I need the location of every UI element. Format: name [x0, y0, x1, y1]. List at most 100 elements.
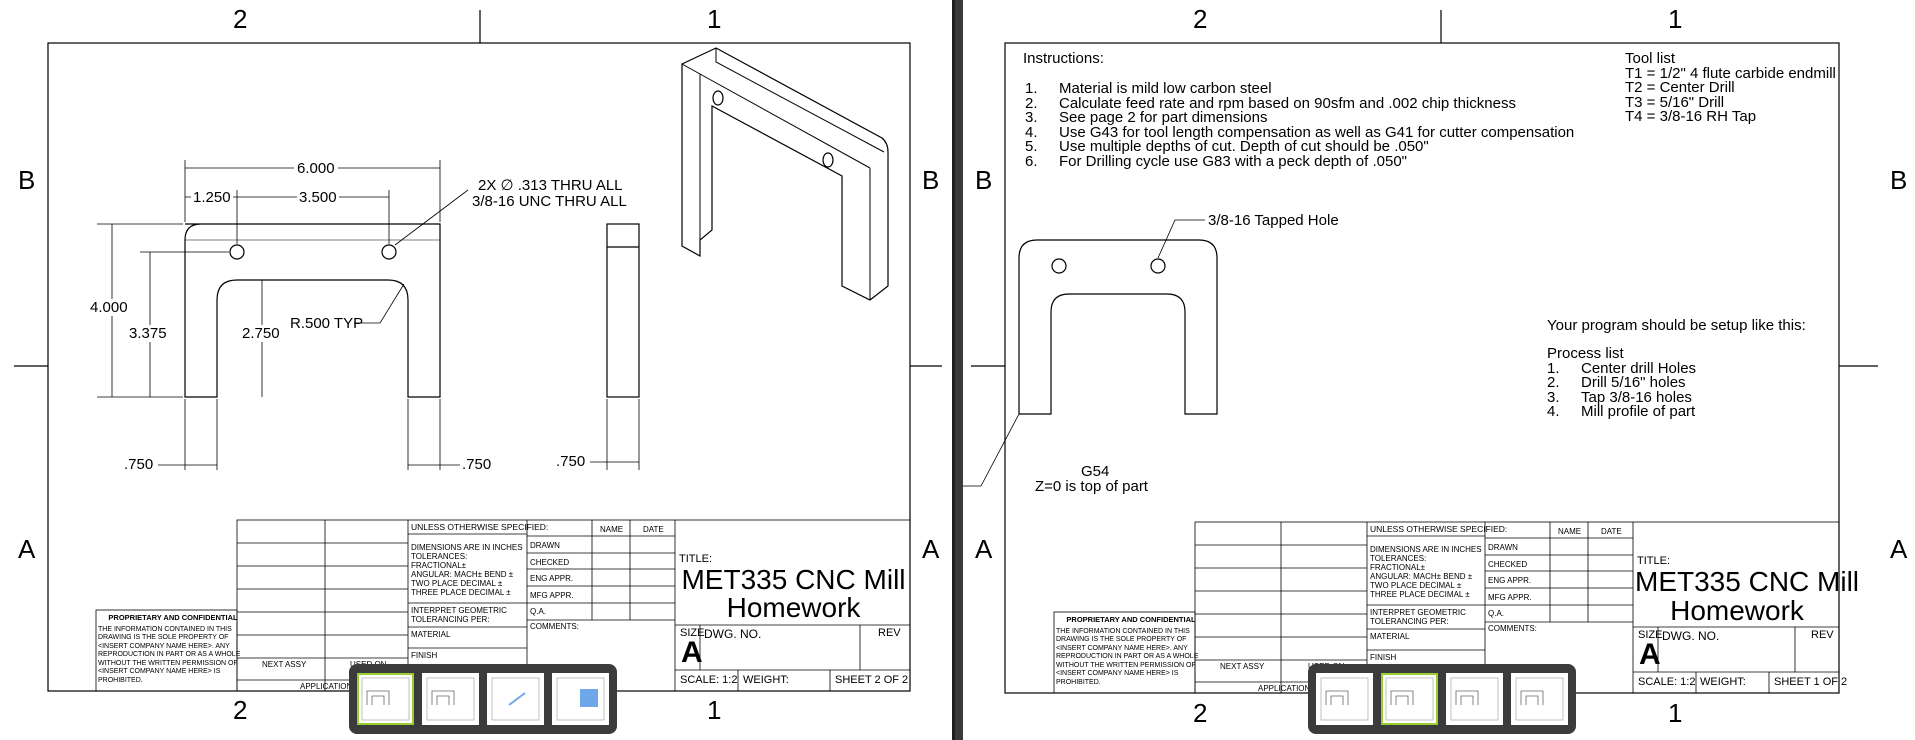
- zone-letter-a-right: A: [922, 534, 940, 564]
- thumbnail-page-2[interactable]: [422, 673, 479, 725]
- tb-comments: COMMENTS:: [1488, 624, 1537, 633]
- dim-3500: 3.500: [297, 189, 339, 206]
- process-item: 1.Center drill Holes: [1547, 359, 1697, 377]
- tb-two-place: TWO PLACE DECIMAL ±: [411, 579, 503, 588]
- zone-num-1-top: 1: [1668, 4, 1683, 34]
- tb-eng-appr: ENG APPR.: [1488, 576, 1532, 585]
- zone-num-2-top: 2: [1193, 4, 1208, 34]
- tb-sheet: SHEET 1 OF 2: [1774, 676, 1848, 688]
- tb-weight: WEIGHT:: [1700, 676, 1746, 688]
- tb-next-assy: NEXT ASSY: [1220, 662, 1265, 671]
- tb-size-value: A: [1639, 638, 1661, 671]
- tb-drawn: DRAWN: [1488, 543, 1518, 552]
- tb-title-label: TITLE:: [679, 553, 713, 565]
- tb-material: MATERIAL: [1370, 632, 1410, 641]
- process-list: Process list 1.Center drill Holes 2.Dril…: [1547, 346, 1697, 420]
- tb-three-place: THREE PLACE DECIMAL ±: [411, 588, 511, 597]
- tb-rev: REV: [1811, 629, 1834, 641]
- proprietary-notice: PROPRIETARY AND CONFIDENTIAL THE INFORMA…: [1056, 615, 1206, 687]
- proprietary-notice: PROPRIETARY AND CONFIDENTIAL THE INFORMA…: [98, 613, 248, 685]
- zone-letter-a-right: A: [1890, 534, 1908, 564]
- tb-finish: FINISH: [411, 651, 438, 660]
- thumbnail-preview: [491, 677, 540, 721]
- dim-4000: 4.000: [90, 299, 128, 316]
- tb-rev: REV: [878, 627, 901, 639]
- dim-750-right: .750: [462, 456, 492, 473]
- tb-size: SIZE: [1638, 629, 1663, 641]
- setup-note: Your program should be setup like this:: [1547, 317, 1806, 334]
- tb-name: NAME: [600, 525, 624, 534]
- tool-item: T2 = Center Drill: [1625, 79, 1735, 96]
- zone-num-1-top: 1: [707, 4, 722, 34]
- thumbnail-preview: [556, 677, 605, 721]
- tb-unless: UNLESS OTHERWISE SPECIFIED:: [411, 522, 549, 532]
- thumbnail-preview: [1450, 677, 1499, 721]
- drawing-title-line1: MET335 CNC Mill: [1635, 566, 1860, 597]
- tool-item: T4 = 3/8-16 RH Tap: [1625, 108, 1757, 125]
- tb-two-place: TWO PLACE DECIMAL ±: [1370, 581, 1462, 590]
- dim-3375: 3.375: [129, 325, 167, 342]
- instruction-item: 2.Calculate feed rate and rpm based on 9…: [1025, 94, 1516, 112]
- instructions-title: Instructions:: [1023, 50, 1104, 67]
- tb-size: SIZE: [680, 627, 705, 639]
- process-item: 4.Mill profile of part: [1547, 403, 1696, 420]
- zone-letter-b-right: B: [1890, 165, 1908, 195]
- instruction-item: 1.Material is mild low carbon steel: [1025, 80, 1272, 97]
- tb-scale: SCALE: 1:2: [680, 674, 738, 686]
- tb-dims-inches: DIMENSIONS ARE IN INCHES: [1370, 545, 1482, 554]
- drawing-title-line1: MET335 CNC Mill: [681, 564, 906, 595]
- tb-checked: CHECKED: [1488, 560, 1528, 569]
- thumbnail-page-1[interactable]: [1316, 673, 1373, 725]
- zone-letter-a-left: A: [18, 534, 36, 564]
- zone-letter-a-left: A: [975, 534, 993, 564]
- tb-dwg-no: DWG. NO.: [1662, 629, 1720, 643]
- proprietary-text: THE INFORMATION CONTAINED IN THIS DRAWIN…: [98, 625, 241, 684]
- tb-checked: CHECKED: [530, 558, 570, 567]
- proprietary-text: THE INFORMATION CONTAINED IN THIS DRAWIN…: [1056, 627, 1199, 686]
- proprietary-title: PROPRIETARY AND CONFIDENTIAL: [108, 613, 238, 622]
- hole-callout-line2: 3/8-16 UNC THRU ALL: [472, 193, 627, 210]
- tb-date: DATE: [643, 525, 664, 534]
- thumbnail-page-4[interactable]: [1511, 673, 1568, 725]
- tb-fractional: FRACTIONAL±: [411, 561, 467, 570]
- tb-name: NAME: [1558, 527, 1582, 536]
- dim-2750: 2.750: [242, 325, 280, 342]
- thumbnail-page-4[interactable]: [552, 673, 609, 725]
- thumbnail-page-1[interactable]: [357, 673, 414, 725]
- tb-weight: WEIGHT:: [743, 674, 789, 686]
- tb-material: MATERIAL: [411, 630, 451, 639]
- instruction-item: 3.See page 2 for part dimensions: [1025, 109, 1268, 126]
- thumbnail-page-3[interactable]: [1446, 673, 1503, 725]
- z0-label: Z=0 is top of part: [1035, 478, 1148, 495]
- zone-letter-b-left: B: [18, 165, 36, 195]
- tb-eng-appr: ENG APPR.: [530, 574, 574, 583]
- instruction-item: 5.Use multiple depths of cut. Depth of c…: [1025, 138, 1429, 155]
- dim-6000: 6.000: [294, 160, 338, 177]
- tb-size-value: A: [681, 636, 703, 669]
- tb-qa: Q.A.: [1488, 609, 1505, 618]
- tb-drawn: DRAWN: [530, 541, 560, 550]
- tb-scale: SCALE: 1:2: [1638, 676, 1696, 688]
- thumbnail-preview: [1320, 677, 1369, 721]
- thumbnail-preview: [426, 677, 475, 721]
- tb-angular: ANGULAR: MACH± BEND ±: [411, 570, 514, 579]
- tb-interpret: INTERPRET GEOMETRIC: [411, 606, 507, 615]
- tb-tol-per: TOLERANCING PER:: [1370, 617, 1449, 626]
- tb-comments: COMMENTS:: [530, 622, 579, 631]
- zone-letter-b-left: B: [975, 165, 993, 195]
- drawing-title-line2: Homework: [726, 592, 861, 623]
- process-item: 3.Tap 3/8-16 holes: [1547, 388, 1692, 406]
- instruction-item: 6.For Drilling cycle use G83 with a peck…: [1025, 152, 1407, 170]
- tb-unless: UNLESS OTHERWISE SPECIFIED:: [1370, 524, 1508, 534]
- drawing-sheet-1: 2 1 2 1 B B A A Instructions: 1.Material…: [963, 0, 1915, 740]
- zone-num-2-bottom: 2: [233, 695, 248, 725]
- zone-num-2-top: 2: [233, 4, 248, 34]
- hole-callout-line1: 2X ∅ .313 THRU ALL: [478, 177, 623, 194]
- tb-next-assy: NEXT ASSY: [262, 660, 307, 669]
- tb-title-label: TITLE:: [1637, 555, 1671, 567]
- thumbnail-page-3[interactable]: [487, 673, 544, 725]
- tb-fractional: FRACTIONAL±: [1370, 563, 1426, 572]
- radius-callout: R.500 TYP: [290, 315, 364, 332]
- tb-mfg-appr: MFG APPR.: [530, 591, 574, 600]
- thumbnail-page-2[interactable]: [1381, 673, 1438, 725]
